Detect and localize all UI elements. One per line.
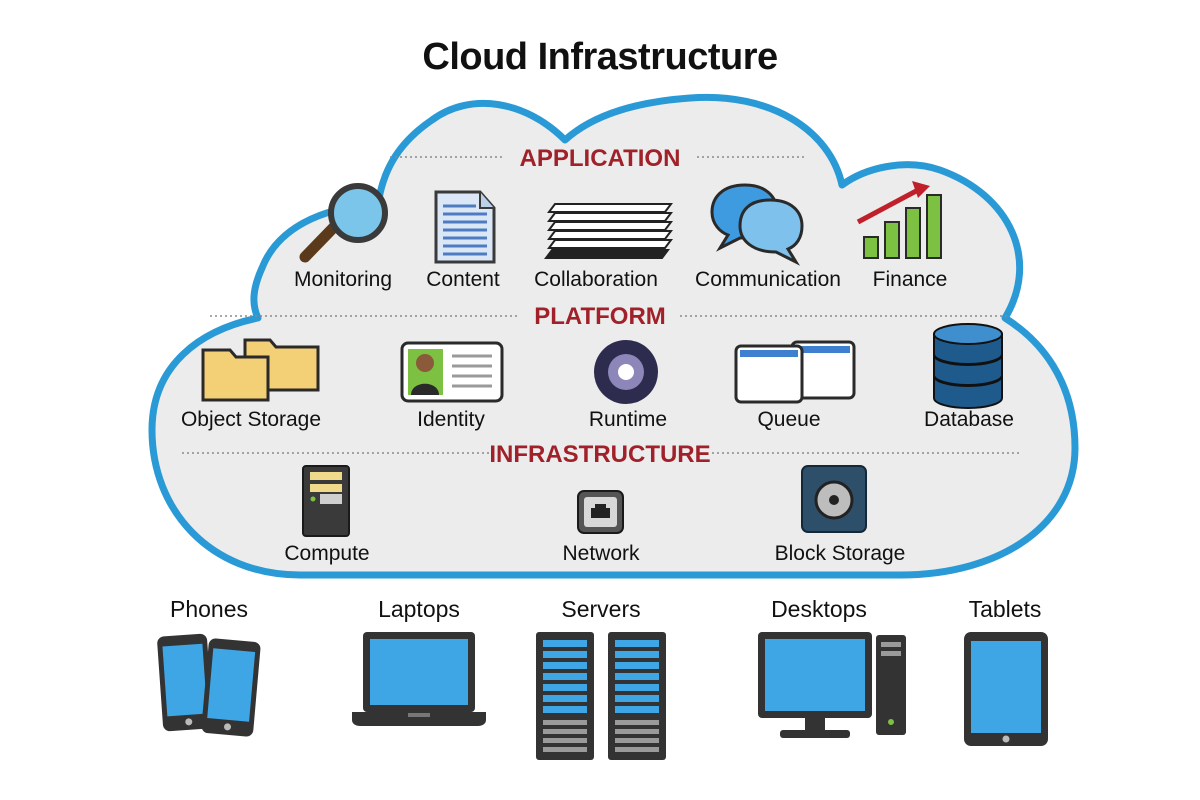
heading-platform: PLATFORM bbox=[534, 303, 666, 330]
server-tower-icon bbox=[302, 465, 350, 537]
phones-icon bbox=[157, 633, 261, 737]
label-communication: Communication bbox=[695, 268, 841, 291]
label-servers: Servers bbox=[561, 596, 640, 622]
section-dividers bbox=[182, 156, 1020, 454]
label-laptops: Laptops bbox=[378, 596, 460, 622]
label-phones: Phones bbox=[170, 596, 248, 622]
heading-infrastructure: INFRASTRUCTURE bbox=[489, 441, 710, 468]
tablet-icon bbox=[964, 632, 1048, 746]
database-icon bbox=[933, 323, 1003, 409]
id-card-icon bbox=[400, 341, 504, 403]
label-identity: Identity bbox=[417, 408, 485, 431]
laptop-icon bbox=[352, 632, 486, 726]
queue-windows-icon bbox=[734, 340, 856, 404]
label-database: Database bbox=[924, 408, 1014, 431]
label-block-storage: Block Storage bbox=[775, 542, 906, 565]
folders-icon bbox=[201, 338, 320, 402]
label-compute: Compute bbox=[284, 542, 369, 565]
label-content: Content bbox=[426, 268, 500, 291]
label-collaboration: Collaboration bbox=[534, 268, 658, 291]
growth-chart-icon bbox=[856, 181, 942, 259]
label-monitoring: Monitoring bbox=[294, 268, 392, 291]
document-icon bbox=[434, 190, 496, 264]
heading-application: APPLICATION bbox=[520, 145, 681, 172]
desktop-icon bbox=[758, 632, 906, 738]
paper-stack-icon bbox=[544, 203, 673, 259]
disc-icon bbox=[594, 340, 658, 404]
storage-drive-icon bbox=[801, 465, 867, 533]
magnifier-icon bbox=[299, 183, 388, 263]
label-desktops: Desktops bbox=[771, 596, 867, 622]
label-finance: Finance bbox=[873, 268, 948, 291]
network-port-icon bbox=[577, 490, 624, 534]
label-object-storage: Object Storage bbox=[181, 408, 321, 431]
server-rack-icon bbox=[536, 632, 666, 760]
label-tablets: Tablets bbox=[969, 596, 1042, 622]
chat-bubbles-icon bbox=[710, 183, 804, 266]
label-queue: Queue bbox=[757, 408, 820, 431]
diagram-title: Cloud Infrastructure bbox=[422, 36, 778, 78]
label-runtime: Runtime bbox=[589, 408, 667, 431]
label-network: Network bbox=[562, 542, 640, 565]
